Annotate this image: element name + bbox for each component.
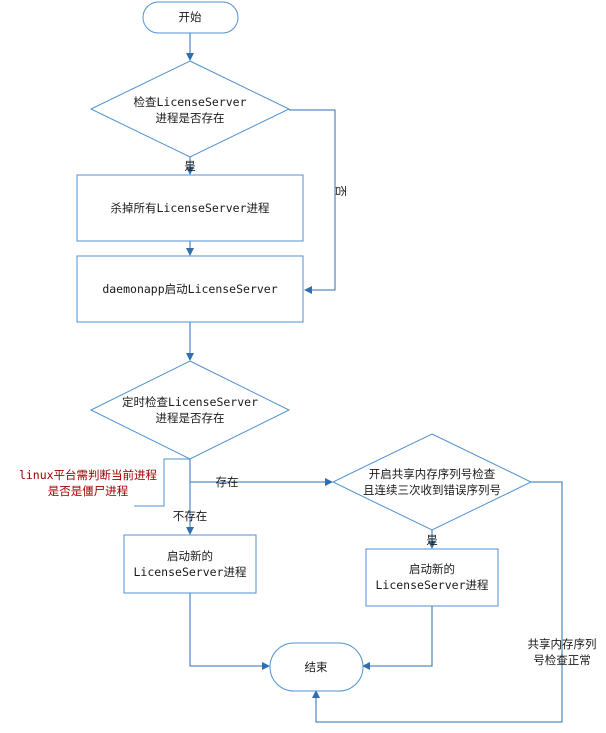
edge-check1-daemon-no	[289, 109, 336, 294]
end-label: 结束	[305, 660, 328, 674]
daemon-start-node	[76, 255, 304, 323]
exists-label: 存在	[216, 475, 239, 489]
edge-new1-end	[189, 593, 270, 670]
new-process-1-label-line1: 启动新的	[167, 549, 213, 563]
annotation-line1: linux平台需判断当前进程	[19, 468, 158, 482]
annotation-line2: 是否是僵尸进程	[48, 484, 129, 498]
check1-decision	[89, 60, 291, 158]
start-label: 开始	[179, 10, 202, 24]
check2-label-line1: 定时检查LicenseServer	[122, 395, 258, 409]
edge-shm-end-ok	[312, 481, 563, 723]
shm-check-decision	[331, 433, 533, 531]
shm-ok-label-line2: 号检查正常	[533, 653, 591, 667]
no-label-1: 否	[334, 185, 348, 197]
check1-label-line2: 进程是否存在	[156, 111, 225, 125]
annotation-bracket	[134, 458, 190, 507]
check2-label-line2: 进程是否存在	[156, 411, 225, 425]
new-process-1-label-line2: LicenseServer进程	[133, 565, 247, 579]
yes-label-1: 是	[184, 159, 196, 173]
start-node	[142, 1, 239, 34]
check2-decision	[89, 360, 291, 460]
kill-process-label: 杀掉所有LicenseServer进程	[110, 201, 270, 215]
yes-label-2: 是	[426, 533, 438, 547]
not-exists-label: 不存在	[173, 509, 208, 523]
connectors	[186, 33, 563, 723]
end-node	[269, 642, 364, 692]
shm-check-label-line2: 且连续三次收到错误序列号	[363, 483, 501, 497]
new-process-2-node	[365, 548, 499, 607]
shm-ok-label-line1: 共享内存序列	[528, 637, 597, 651]
kill-process-node	[76, 174, 304, 242]
new-process-2-label-line2: LicenseServer进程	[375, 578, 489, 592]
check1-label-line1: 检查LicenseServer	[133, 95, 246, 109]
shm-check-label-line1: 开启共享内存序列号检查	[369, 467, 496, 481]
edge-new2-end	[362, 606, 433, 670]
new-process-2-label-line1: 启动新的	[409, 562, 455, 576]
new-process-1-node	[123, 534, 257, 594]
daemon-start-label: daemonapp启动LicenseServer	[102, 282, 277, 296]
